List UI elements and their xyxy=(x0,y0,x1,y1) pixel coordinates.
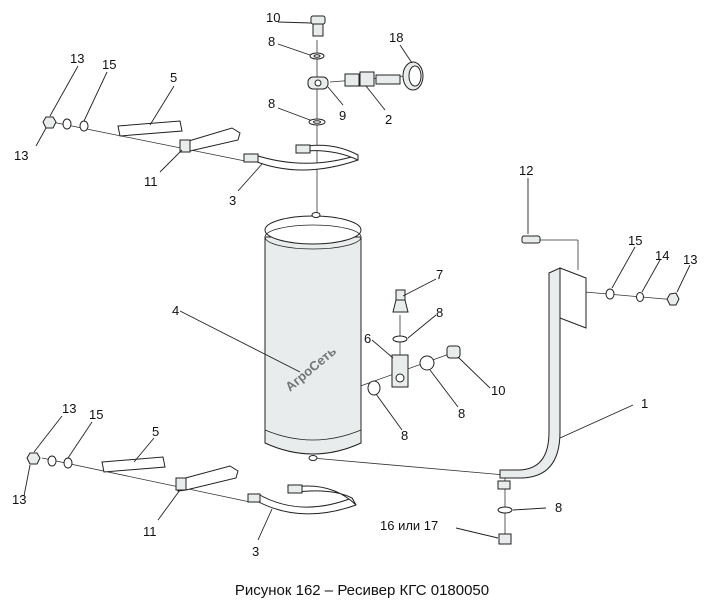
top-fittings xyxy=(307,15,424,126)
callout-2: 2 xyxy=(385,112,392,127)
callout-15: 15 xyxy=(102,57,116,72)
callout-13: 13 xyxy=(683,252,697,267)
callout-11: 11 xyxy=(143,524,157,539)
callout-18: 18 xyxy=(389,30,403,45)
support-bracket xyxy=(499,235,680,479)
callout-8: 8 xyxy=(268,34,275,49)
callout-10: 10 xyxy=(266,10,280,25)
upper-clamp-band xyxy=(243,144,359,171)
callout-5: 5 xyxy=(170,70,177,85)
lower-bracket-assembly xyxy=(26,452,239,492)
callout-12: 12 xyxy=(519,163,533,178)
callout-1: 1 xyxy=(641,396,648,411)
callout-15: 15 xyxy=(628,233,642,248)
callout-8: 8 xyxy=(268,96,275,111)
callout-6: 6 xyxy=(364,331,371,346)
callout-8: 8 xyxy=(555,500,562,515)
callout-13: 13 xyxy=(62,401,76,416)
receiver-tank xyxy=(264,212,362,461)
callout-8: 8 xyxy=(458,406,465,421)
callout-13: 13 xyxy=(12,492,26,507)
lower-clamp-band xyxy=(247,484,357,515)
callout-8: 8 xyxy=(401,428,408,443)
side-fittings xyxy=(367,289,461,396)
callout-15: 15 xyxy=(89,407,103,422)
callout-11: 11 xyxy=(144,174,158,189)
callout-13: 13 xyxy=(70,51,84,66)
figure-caption: Рисунок 162 – Ресивер КГС 0180050 xyxy=(234,582,490,599)
callout-3: 3 xyxy=(229,193,236,208)
callout-4: 4 xyxy=(172,303,179,318)
callout-8: 8 xyxy=(436,305,443,320)
callout-5: 5 xyxy=(152,424,159,439)
callout-3: 3 xyxy=(252,544,259,559)
leader-lines xyxy=(23,21,691,541)
bottom-drain-fittings xyxy=(497,480,513,545)
callout-labels: 10 8 18 9 2 8 13 15 5 13 11 3 12 15 14 1… xyxy=(12,10,697,559)
callout-14: 14 xyxy=(655,248,669,263)
callout-16-or-17: 16 или 17 xyxy=(380,518,438,533)
upper-bracket-assembly xyxy=(42,116,241,153)
callout-9: 9 xyxy=(339,108,346,123)
callout-10: 10 xyxy=(491,383,505,398)
callout-13: 13 xyxy=(14,148,28,163)
callout-7: 7 xyxy=(436,267,443,282)
